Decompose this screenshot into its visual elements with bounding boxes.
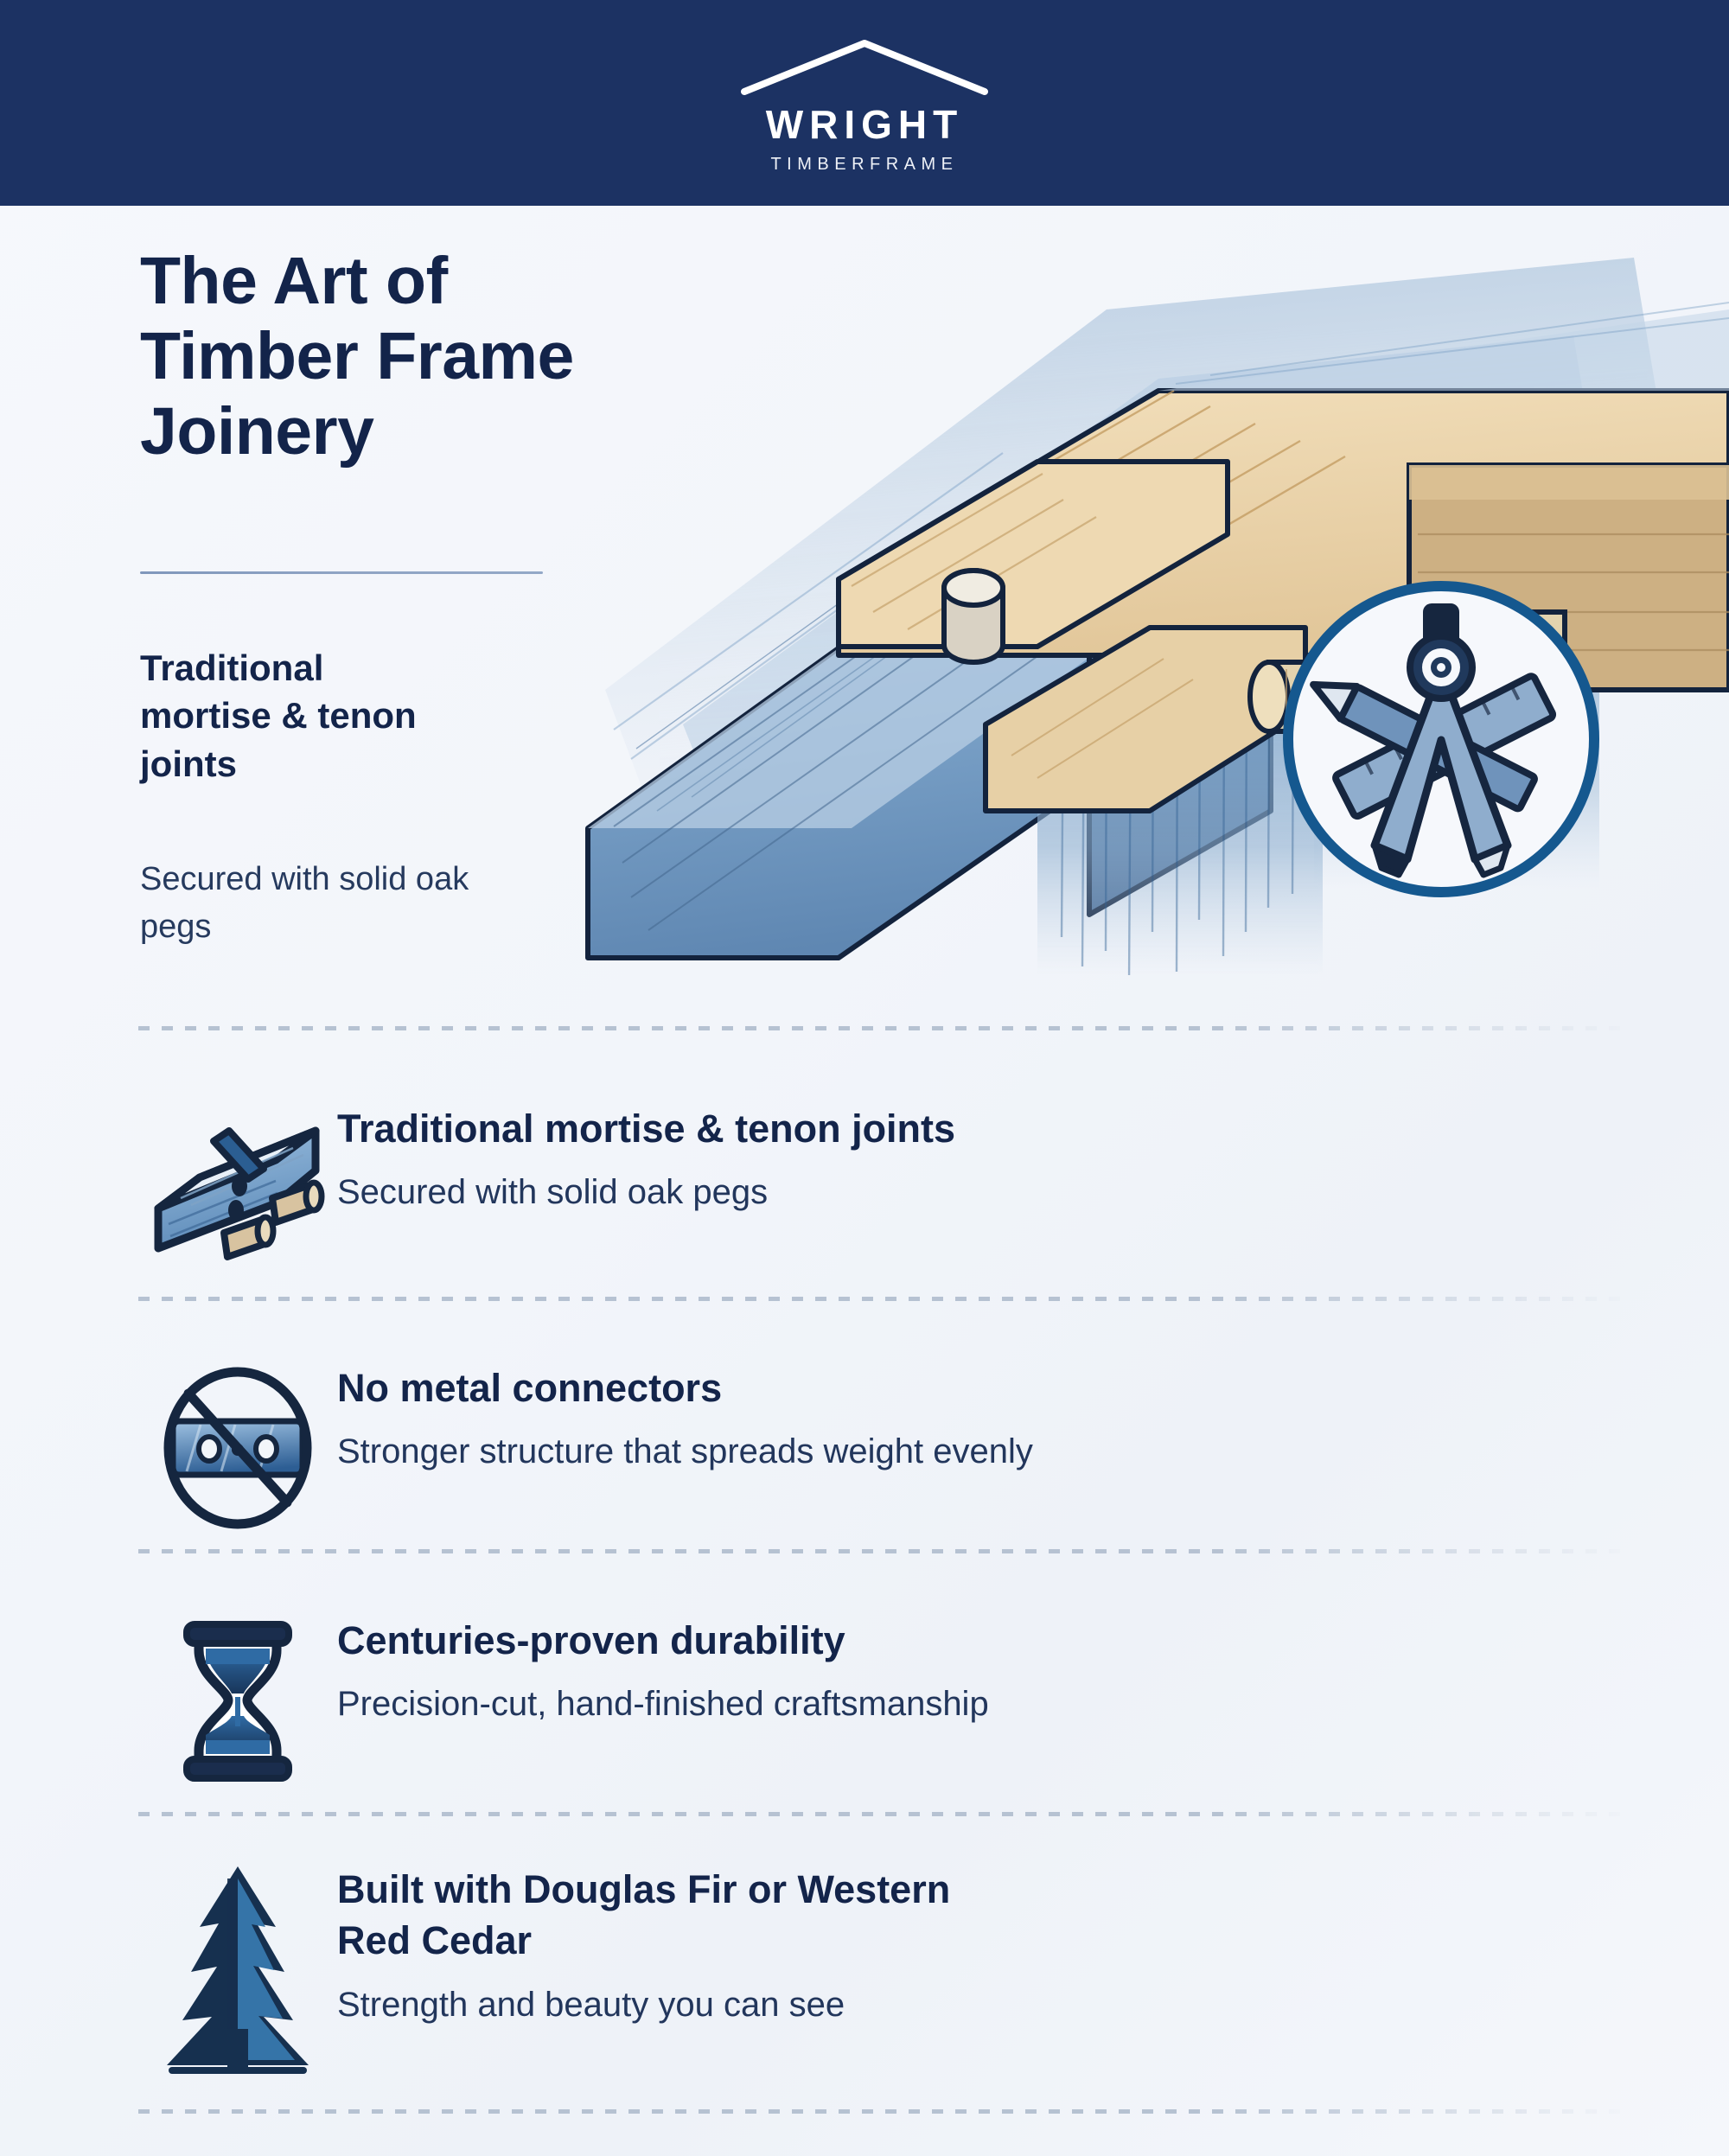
brand-logo: WRIGHT TIMBERFRAME [739,38,990,173]
list-item-description: Secured with solid oak pegs [337,1173,769,1212]
list-item-description: Strength and beauty you can see [337,1985,845,2024]
list-item: No metal connectors Stronger structure t… [138,1357,1608,1539]
separator [138,1026,1634,1030]
list-item-title: Centuries-proven durability [337,1618,845,1662]
house-roof-icon [741,40,988,95]
list-item: Built with Douglas Fir or Western Red Ce… [138,1859,1608,2083]
list-item: Traditional mortise & tenon joints Secur… [138,1098,1608,1279]
list-item-description: Precision-cut, hand-finished craftsmansh… [337,1685,989,1724]
list-item-body: No metal connectors Stronger structure t… [337,1357,1033,1474]
list-item-description: Stronger structure that spreads weight e… [337,1432,1033,1471]
brand-name: WRIGHT [765,102,964,147]
mortise-tenon-beam-icon [138,1098,337,1279]
list-item-body: Built with Douglas Fir or Western Red Ce… [337,1859,994,2027]
list-item-title: No metal connectors [337,1366,723,1410]
compass-badge [1273,571,1610,908]
hourglass-icon [138,1610,337,1791]
title-divider [140,571,543,574]
no-metal-connector-icon [138,1357,337,1539]
list-item-title: Traditional mortise & tenon joints [337,1107,956,1151]
separator [138,2109,1634,2114]
list-item-body: Centuries-proven durability Precision-cu… [337,1610,989,1726]
separator [138,1549,1634,1553]
conifer-tree-icon [138,1859,337,2083]
brand-subtitle: TIMBERFRAME [770,155,959,174]
list-item-title: Built with Douglas Fir or Western Red Ce… [337,1867,951,1963]
compass-ruler-pencil-icon [1283,581,1599,897]
separator [138,1812,1634,1816]
separator [138,1297,1634,1301]
list-item: Centuries-proven durability Precision-cu… [138,1610,1608,1791]
list-item-body: Traditional mortise & tenon joints Secur… [337,1098,955,1215]
oak-peg [941,568,1005,665]
brand-header: WRIGHT TIMBERFRAME [0,0,1729,206]
